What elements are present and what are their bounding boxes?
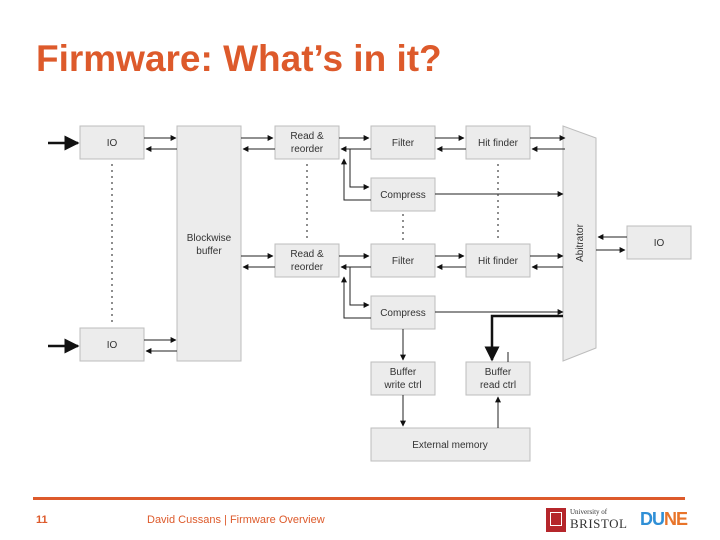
blockwise-buffer-box [176, 125, 242, 362]
buffer-write-label-2: write ctrl [383, 380, 421, 391]
university-of-bristol-logo: University of BRISTOL [546, 508, 628, 532]
arbitrator-label: Abitrator [575, 223, 586, 261]
compress-top-label: Compress [380, 190, 426, 201]
read-reorder-top-box [274, 125, 340, 160]
footer-text: David Cussans | Firmware Overview [147, 514, 325, 526]
rr-top-to-compress-arrow [349, 149, 370, 190]
filter-bottom-label: Filter [392, 256, 415, 267]
blockwise-buffer-label-1: Blockwise [187, 233, 232, 244]
compress-bottom-return-arrow [341, 276, 371, 319]
hit-finder-top-box [465, 125, 531, 160]
dune-logo-part-1: DU [640, 509, 665, 529]
io-bottom-label: IO [107, 340, 118, 351]
dune-logo: DUNE [640, 509, 688, 530]
page-number: 11 [36, 514, 48, 526]
compress-bottom-label: Compress [380, 308, 426, 319]
hit-finder-bottom-label: Hit finder [478, 256, 519, 267]
io-top-box [79, 125, 145, 160]
bristol-crest-icon [546, 508, 566, 532]
compress-top-box [370, 177, 436, 212]
compress-bottom-box [370, 295, 436, 330]
io-bottom-box [79, 327, 145, 362]
buffer-write-box [370, 361, 436, 396]
arbitrator-box [562, 125, 597, 362]
external-memory-box [370, 427, 531, 462]
buffer-read-label-1: Buffer [485, 367, 512, 378]
io-top-label: IO [107, 138, 118, 149]
footer-divider [33, 497, 685, 500]
compress-top-return-arrow [341, 158, 371, 201]
read-reorder-bottom-label-1: Read & [290, 249, 324, 260]
hit-finder-top-label: Hit finder [478, 138, 519, 149]
bristol-logo-small-text: University of [570, 508, 608, 516]
firmware-block-diagram: IO IO IO Blockwise buffer Read & reorder… [48, 125, 692, 462]
arb-to-buffer-read-path [484, 314, 563, 362]
rr-bottom-to-compress-arrow [349, 267, 370, 308]
slide-title: Firmware: What’s in it? [36, 38, 442, 79]
filter-top-label: Filter [392, 138, 415, 149]
dune-logo-part-2: NE [664, 509, 688, 529]
bristol-logo-big-text: BRISTOL [570, 516, 628, 531]
read-reorder-top-label-1: Read & [290, 131, 324, 142]
filter-top-box [370, 125, 436, 160]
buffer-write-label-1: Buffer [390, 367, 417, 378]
hit-finder-bottom-box [465, 243, 531, 278]
blockwise-buffer-label-2: buffer [196, 246, 222, 257]
io-right-label: IO [654, 238, 665, 249]
filter-bottom-box [370, 243, 436, 278]
read-reorder-bottom-label-2: reorder [291, 262, 324, 273]
buffer-read-box [465, 361, 531, 396]
io-right-box [626, 225, 692, 260]
read-reorder-bottom-box [274, 243, 340, 278]
external-memory-label: External memory [412, 440, 488, 451]
buffer-read-label-2: read ctrl [480, 380, 516, 391]
read-reorder-top-label-2: reorder [291, 144, 324, 155]
